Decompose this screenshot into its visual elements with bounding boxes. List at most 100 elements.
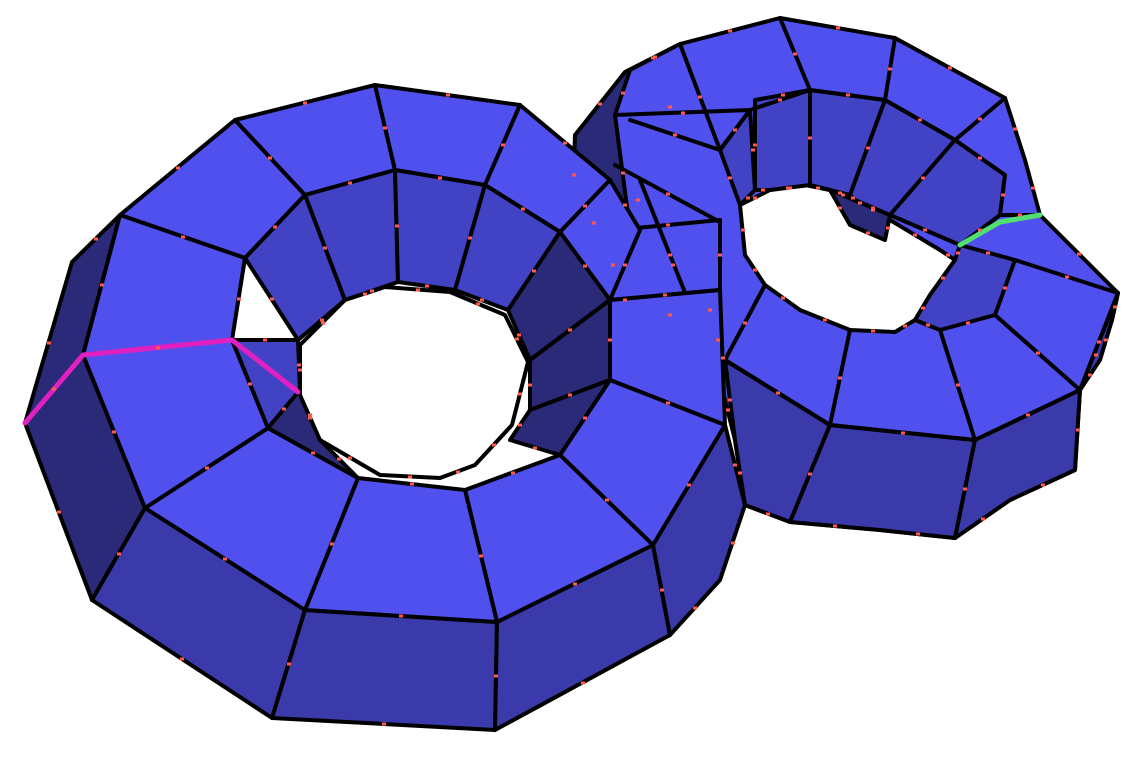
edge-midpoint-marker[interactable] <box>223 557 227 561</box>
edge-midpoint-marker[interactable] <box>851 196 855 200</box>
edge-midpoint-marker[interactable] <box>501 143 505 147</box>
edge-midpoint-marker[interactable] <box>100 283 104 287</box>
edge-midpoint-marker[interactable] <box>923 228 927 232</box>
edge-midpoint-marker[interactable] <box>573 582 577 586</box>
edge-midpoint-marker[interactable] <box>866 231 870 235</box>
edge-midpoint-marker[interactable] <box>838 376 842 380</box>
edge-midpoint-marker[interactable] <box>1097 340 1101 344</box>
edge-midpoint-marker[interactable] <box>738 471 742 475</box>
edge-midpoint-marker[interactable] <box>1076 428 1080 432</box>
edge-midpoint-marker[interactable] <box>303 101 307 105</box>
edge-midpoint-marker[interactable] <box>808 136 812 140</box>
edge-midpoint-marker[interactable] <box>518 423 522 427</box>
edge-midpoint-marker[interactable] <box>311 451 315 455</box>
edge-midpoint-marker[interactable] <box>297 363 301 367</box>
edge-midpoint-marker[interactable] <box>181 235 185 239</box>
edge-midpoint-marker[interactable] <box>623 298 627 302</box>
edge-midpoint-marker[interactable] <box>793 52 797 56</box>
edge-midpoint-marker[interactable] <box>698 95 702 99</box>
edge-midpoint-marker[interactable] <box>268 156 272 160</box>
edge-midpoint-marker[interactable] <box>753 268 757 272</box>
edge-midpoint-marker[interactable] <box>180 657 184 661</box>
edge-midpoint-marker[interactable] <box>623 203 627 207</box>
edge-midpoint-marker[interactable] <box>270 297 274 301</box>
edge-midpoint-marker[interactable] <box>986 251 990 255</box>
edge-midpoint-marker[interactable] <box>348 456 352 460</box>
edge-midpoint-marker[interactable] <box>1026 413 1030 417</box>
edge-midpoint-marker[interactable] <box>1065 275 1069 279</box>
edge-midpoint-marker[interactable] <box>572 173 576 177</box>
edge-midpoint-marker[interactable] <box>913 233 917 237</box>
edge-midpoint-marker[interactable] <box>921 176 925 180</box>
edge-midpoint-marker[interactable] <box>528 383 532 387</box>
edge-midpoint-marker[interactable] <box>568 328 572 332</box>
edge-midpoint-marker[interactable] <box>156 346 160 350</box>
edge-midpoint-marker[interactable] <box>708 308 712 312</box>
edge-midpoint-marker[interactable] <box>693 606 697 610</box>
edge-midpoint-marker[interactable] <box>518 392 522 396</box>
edge-midpoint-marker[interactable] <box>668 253 672 257</box>
edge-midpoint-marker[interactable] <box>563 141 567 145</box>
edge-midpoint-marker[interactable] <box>653 55 657 59</box>
edge-midpoint-marker[interactable] <box>1077 252 1081 256</box>
edge-midpoint-marker[interactable] <box>533 446 537 450</box>
edge-midpoint-marker[interactable] <box>728 176 732 180</box>
edge-midpoint-marker[interactable] <box>205 466 209 470</box>
edge-midpoint-marker[interactable] <box>823 318 827 322</box>
highlighted-edge[interactable] <box>957 212 1043 248</box>
edge-midpoint-marker[interactable] <box>1001 193 1005 197</box>
edge-midpoint-marker[interactable] <box>117 552 121 556</box>
edge-midpoint-marker[interactable] <box>47 341 51 345</box>
edge-midpoint-marker[interactable] <box>382 722 386 726</box>
edge-midpoint-marker[interactable] <box>479 554 483 558</box>
edge-midpoint-marker[interactable] <box>781 296 785 300</box>
edge-midpoint-marker[interactable] <box>623 263 627 267</box>
edge-midpoint-marker[interactable] <box>956 383 960 387</box>
edge-midpoint-marker[interactable] <box>521 207 525 211</box>
edge-midpoint-marker[interactable] <box>494 674 498 678</box>
edge-midpoint-marker[interactable] <box>660 588 664 592</box>
edge-midpoint-marker[interactable] <box>921 306 925 310</box>
large-torus[interactable] <box>22 83 747 732</box>
edge-midpoint-marker[interactable] <box>446 93 450 97</box>
edge-midpoint-marker[interactable] <box>308 413 312 417</box>
edge-midpoint-marker[interactable] <box>176 166 180 170</box>
edge-midpoint-marker[interactable] <box>981 517 985 521</box>
edge-midpoint-marker[interactable] <box>1018 213 1022 217</box>
edge-midpoint-marker[interactable] <box>841 193 845 197</box>
edge-midpoint-marker[interactable] <box>399 614 403 618</box>
edge-midpoint-marker[interactable] <box>836 26 840 30</box>
edge-midpoint-marker[interactable] <box>788 186 792 190</box>
edge-midpoint-marker[interactable] <box>52 387 56 391</box>
edge-midpoint-marker[interactable] <box>666 401 670 405</box>
edge-midpoint-marker[interactable] <box>323 246 327 250</box>
edge-midpoint-marker[interactable] <box>903 324 907 328</box>
edge-midpoint-marker[interactable] <box>753 196 757 200</box>
edge-midpoint-marker[interactable] <box>778 98 782 102</box>
edge-midpoint-marker[interactable] <box>918 118 922 122</box>
edge-midpoint-marker[interactable] <box>480 298 484 302</box>
edge-midpoint-marker[interactable] <box>733 463 737 467</box>
edge-midpoint-marker[interactable] <box>1003 286 1007 290</box>
edge-midpoint-marker[interactable] <box>721 356 725 360</box>
edge-midpoint-marker[interactable] <box>978 156 982 160</box>
edge-midpoint-marker[interactable] <box>416 288 420 292</box>
edge-midpoint-marker[interactable] <box>776 391 780 395</box>
edge-midpoint-marker[interactable] <box>963 487 967 491</box>
edge-midpoint-marker[interactable] <box>348 181 352 185</box>
edge-midpoint-marker[interactable] <box>978 117 982 121</box>
edge-midpoint-marker[interactable] <box>948 66 952 70</box>
edge-midpoint-marker[interactable] <box>515 337 519 341</box>
edge-midpoint-marker[interactable] <box>383 126 387 130</box>
edge-midpoint-marker[interactable] <box>532 269 536 273</box>
edge-midpoint-marker[interactable] <box>838 206 842 210</box>
edge-midpoint-marker[interactable] <box>866 146 870 150</box>
edge-midpoint-marker[interactable] <box>282 407 286 411</box>
edge-midpoint-marker[interactable] <box>808 472 812 476</box>
edge-midpoint-marker[interactable] <box>751 148 755 152</box>
edge-midpoint-marker[interactable] <box>766 512 770 516</box>
edge-midpoint-marker[interactable] <box>592 221 596 225</box>
edge-midpoint-marker[interactable] <box>112 430 116 434</box>
edge-midpoint-marker[interactable] <box>57 510 61 514</box>
